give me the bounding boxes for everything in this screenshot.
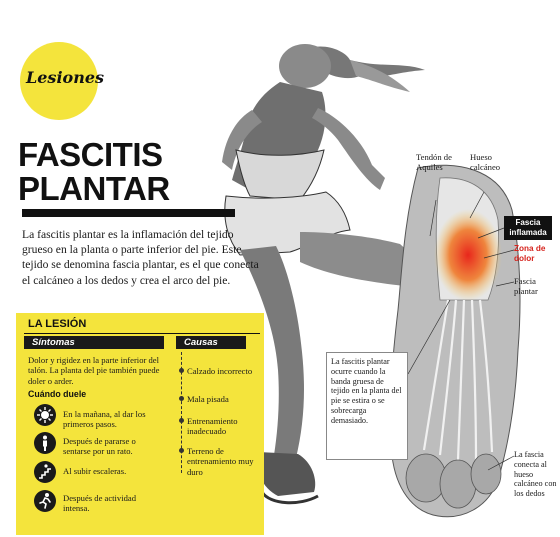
lesion-heading: LA LESIÓN: [28, 318, 87, 330]
cuando-item: Después de actividad intensa.: [63, 493, 137, 514]
lesion-panel: [16, 313, 264, 535]
cuando-item: Al subir escaleras.: [63, 466, 127, 476]
intro-paragraph: La fascitis plantar es la inflamación de…: [22, 228, 259, 287]
sintomas-text: Dolor y rigidez en la parte inferior del…: [28, 355, 160, 386]
causa-item: Terreno de entrenamiento muy duro: [187, 446, 254, 477]
lesion-divider: [24, 333, 260, 334]
label-tendon-aquiles: Tendón de Aquiles: [416, 152, 452, 172]
label-fascia-inflamada: Fascia inflamada: [504, 216, 552, 240]
causas-bullet: [179, 368, 184, 373]
label-fascia-plantar: Fascia plantar: [514, 276, 538, 296]
label-fascia-conecta: La fascia conecta al hueso calcáneo con …: [514, 450, 557, 499]
cuando-item: En la mañana, al dar los primeros pasos.: [63, 409, 146, 430]
callout-fascitis: La fascitis plantar ocurre cuando la ban…: [326, 352, 408, 460]
causas-bullet: [179, 418, 184, 423]
sintomas-header: Síntomas: [24, 336, 164, 349]
category-badge: [20, 42, 98, 120]
running-person-icon: [34, 490, 56, 512]
sun-icon: [34, 404, 56, 426]
causa-item: Calzado incorrecto: [187, 366, 253, 376]
causa-item: Mala pisada: [187, 394, 229, 404]
causas-bullet: [179, 396, 184, 401]
label-hueso-calcaneo: Hueso calcáneo: [470, 152, 501, 172]
standing-person-icon: [34, 432, 56, 454]
title-line-1: FASCITIS: [18, 136, 163, 173]
page-title: FASCITIS PLANTAR: [18, 138, 170, 206]
causas-header: Causas: [176, 336, 246, 349]
title-rule: [22, 209, 235, 217]
causas-bullet: [179, 448, 184, 453]
category-label: Lesiones: [26, 68, 105, 87]
causa-item: Entrenamiento inadecuado: [187, 416, 238, 437]
stairs-icon: [34, 461, 56, 483]
causas-timeline: [181, 352, 182, 473]
cuando-duele-label: Cuándo duele: [28, 389, 87, 399]
label-zona-dolor: Zona de dolor: [514, 244, 546, 263]
cuando-item: Después de pararse o sentarse por un rat…: [63, 436, 136, 457]
title-line-2: PLANTAR: [18, 170, 170, 207]
